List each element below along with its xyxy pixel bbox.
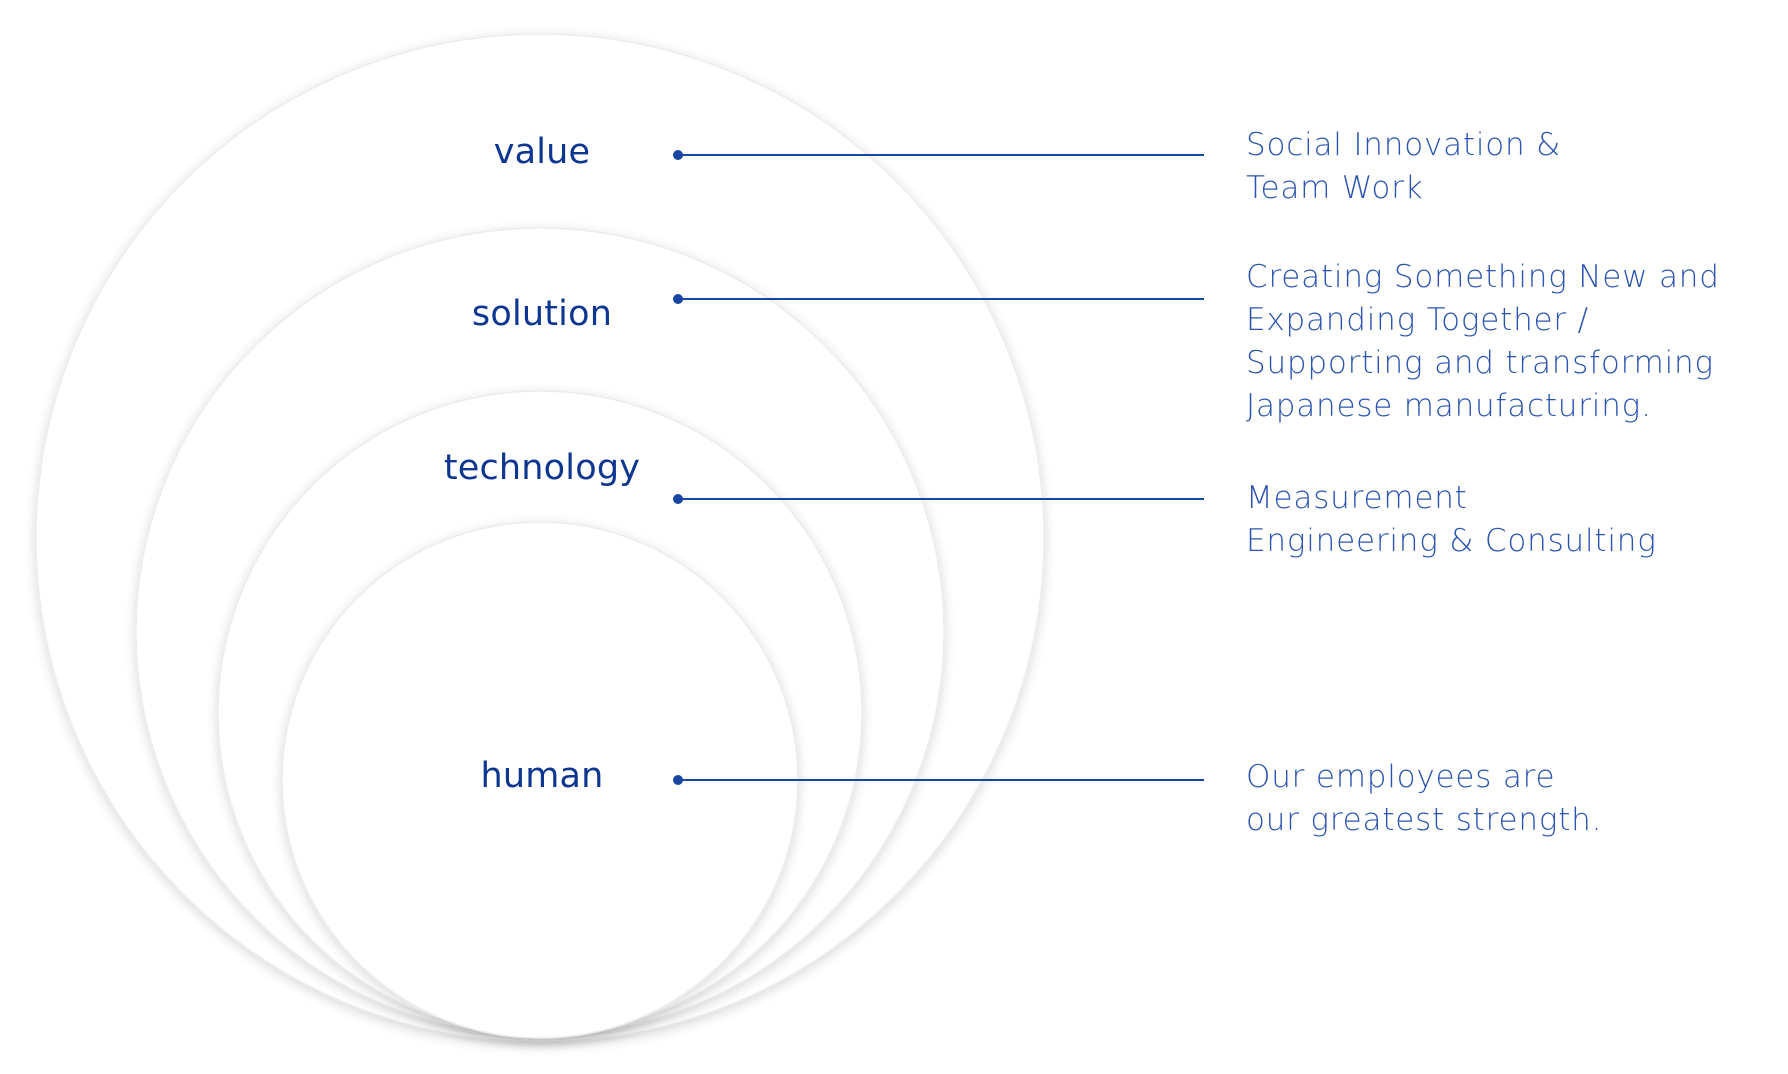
connector-dot-human xyxy=(673,775,683,785)
layer-description-technology: Measurement Engineering & Consulting xyxy=(1246,477,1766,563)
layer-label-value: value xyxy=(493,132,591,172)
description-line: Social Innovation & xyxy=(1246,127,1562,163)
layer-description-value: Social Innovation & Team Work xyxy=(1246,124,1766,210)
layer-label-solution: solution xyxy=(471,294,613,334)
description-line: Creating Something New and xyxy=(1246,259,1720,295)
connector-dot-solution xyxy=(673,294,683,304)
description-line: Expanding Together / xyxy=(1246,302,1589,338)
description-line: Japanese manufacturing. xyxy=(1246,388,1652,424)
description-line: Our employees are xyxy=(1246,759,1556,795)
description-line: our greatest strength. xyxy=(1246,802,1603,838)
description-line: Measurement xyxy=(1246,480,1468,516)
layer-label-technology: technology xyxy=(443,448,641,488)
layer-description-solution: Creating Something New and Expanding Tog… xyxy=(1246,256,1766,428)
description-line: Supporting and transforming xyxy=(1246,345,1714,381)
connector-dot-technology xyxy=(673,494,683,504)
layer-label-human: human xyxy=(480,756,604,796)
layer-description-human: Our employees are our greatest strength. xyxy=(1246,756,1766,842)
connector-dot-value xyxy=(673,150,683,160)
description-line: Engineering & Consulting xyxy=(1246,523,1657,559)
description-line: Team Work xyxy=(1246,170,1424,206)
